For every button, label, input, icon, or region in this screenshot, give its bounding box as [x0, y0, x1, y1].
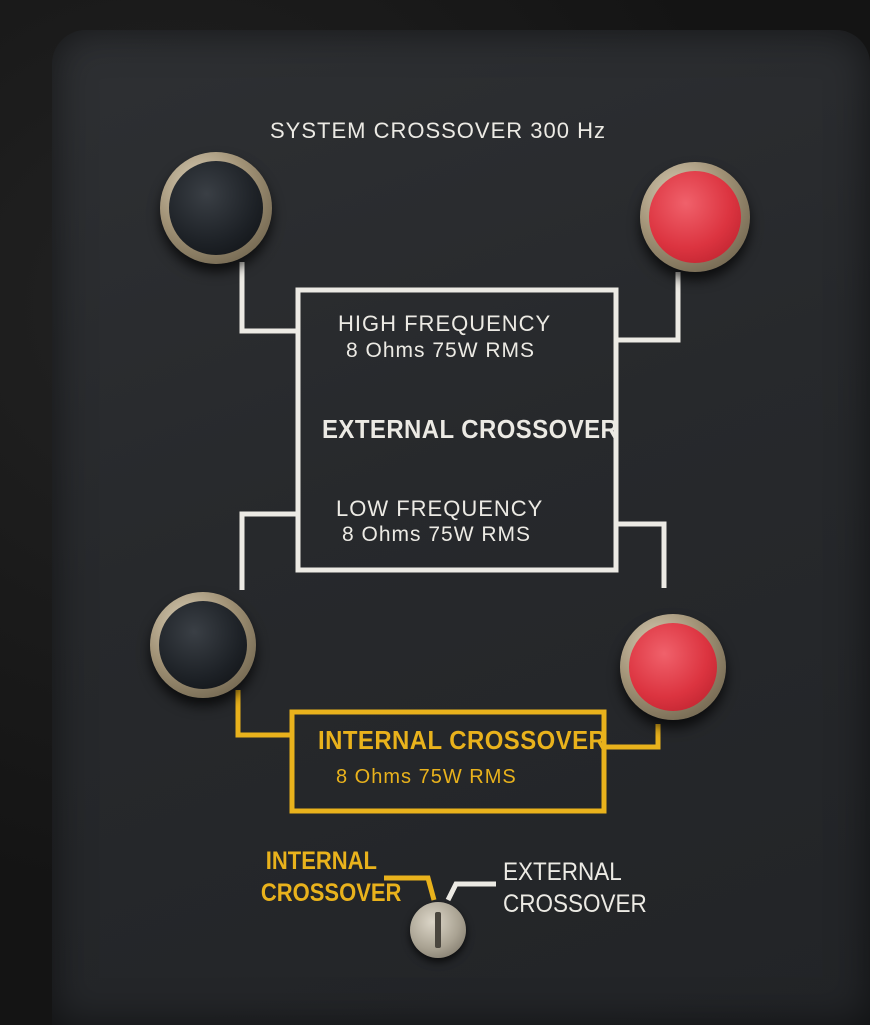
internal-crossover-label: INTERNAL CROSSOVER [318, 725, 607, 755]
hf-red-lead [614, 272, 681, 343]
hf-black-terminal[interactable] [160, 152, 272, 264]
lf-black-terminal[interactable] [150, 592, 256, 698]
hf-black-lead [239, 262, 300, 334]
lf-black-lead [239, 511, 300, 590]
low-frequency-label: LOW FREQUENCY [336, 496, 544, 521]
internal-red-lead [602, 724, 661, 750]
high-frequency-label: HIGH FREQUENCY [338, 311, 552, 336]
lf-red-terminal[interactable] [620, 614, 726, 720]
low-frequency-spec: 8 Ohms 75W RMS [342, 523, 532, 546]
internal-crossover-box [289, 709, 607, 814]
switch-internal-lead [384, 875, 437, 901]
switch-external-line1: EXTERNAL [503, 858, 622, 886]
external-crossover-box [295, 287, 619, 573]
switch-external-lead [445, 881, 496, 902]
switch-external-label: EXTERNAL CROSSOVER [503, 856, 647, 920]
switch-internal-line1: INTERNAL [265, 847, 377, 875]
internal-crossover-spec: 8 Ohms 75W RMS [336, 766, 517, 788]
switch-internal-label: INTERNAL CROSSOVER [260, 845, 402, 909]
lf-red-lead [614, 521, 667, 588]
internal-black-lead [235, 690, 294, 738]
external-crossover-label: EXTERNAL CROSSOVER [322, 414, 619, 444]
system-crossover-title: SYSTEM CROSSOVER 300 Hz [270, 118, 606, 143]
crossover-selector-screw[interactable] [410, 902, 466, 958]
hf-red-terminal[interactable] [640, 162, 750, 272]
high-frequency-spec: 8 Ohms 75W RMS [346, 339, 536, 362]
switch-external-line2: CROSSOVER [503, 890, 647, 918]
switch-internal-line2: CROSSOVER [260, 879, 402, 907]
